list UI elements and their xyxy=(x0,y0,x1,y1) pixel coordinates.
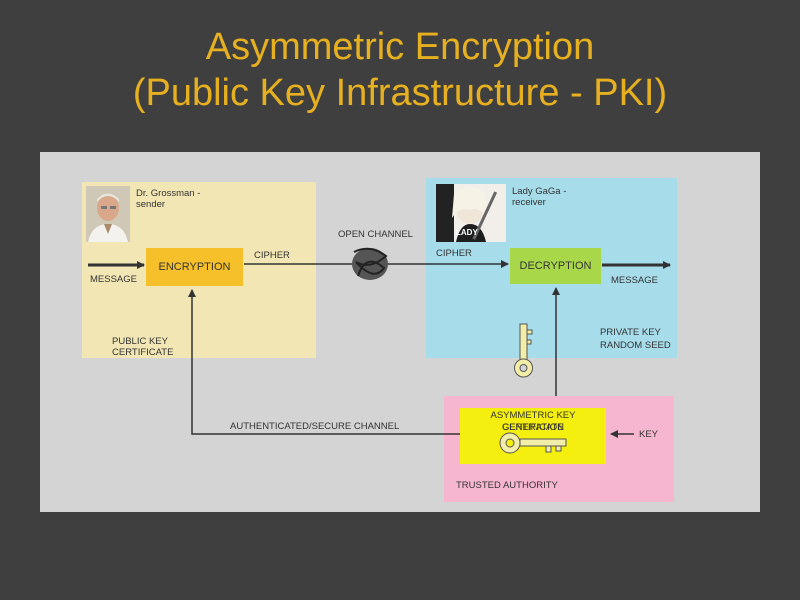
public-key-arrow xyxy=(188,289,460,435)
generation-key-icon xyxy=(499,432,567,454)
key-label: KEY xyxy=(639,429,659,440)
random-seed-label: RANDOM SEED xyxy=(600,340,671,351)
receiver-cipher-label: CIPHER xyxy=(436,248,472,259)
title-line-1: Asymmetric Encryption xyxy=(205,26,595,68)
decryption-box: DECRYPTION xyxy=(510,248,601,284)
sender-caption-line-2: sender xyxy=(136,199,166,210)
private-key-label: PRIVATE KEY xyxy=(600,327,661,338)
certificate-generation-subtitle: GENERATION xyxy=(501,422,565,433)
encryption-box: ENCRYPTION xyxy=(146,248,243,286)
secure-channel-label: AUTHENTICATED/SECURE CHANNEL xyxy=(230,421,400,432)
receiver-caption-line-2: receiver xyxy=(512,197,546,208)
public-key-label: PUBLIC KEY xyxy=(112,336,168,347)
receiver-message-label: MESSAGE xyxy=(611,275,658,286)
flow-arrows xyxy=(88,247,671,454)
sender-cipher-label: CIPHER xyxy=(254,250,290,261)
receiver-photo-text: LADY xyxy=(456,228,478,237)
sender-photo xyxy=(86,186,130,242)
certificate-label: CERTIFICATE xyxy=(112,347,174,358)
certificate-generation-title: ASYMMETRIC KEY CERTIFICATE xyxy=(490,410,576,433)
slide-title: Asymmetric Encryption (Public Key Infras… xyxy=(0,24,800,116)
scribble-icon xyxy=(352,247,388,280)
certificate-generation-box: ASYMMETRIC KEY CERTIFICATE GENERATION xyxy=(460,408,606,464)
sender-message-label: MESSAGE xyxy=(90,274,137,285)
sender-caption-line-1: Dr. Grossman - xyxy=(136,188,201,199)
receiver-photo: LADY xyxy=(436,184,506,242)
open-channel-label: OPEN CHANNEL xyxy=(338,229,413,240)
receiver-caption-line-1: Lady GaGa - xyxy=(512,186,567,197)
pki-diagram: Dr. Grossman - sender LADY Lady GaGa - r… xyxy=(40,152,760,512)
private-key-icon xyxy=(514,323,533,378)
title-line-2: (Public Key Infrastructure - PKI) xyxy=(132,72,668,114)
trusted-authority-label: TRUSTED AUTHORITY xyxy=(456,480,558,491)
